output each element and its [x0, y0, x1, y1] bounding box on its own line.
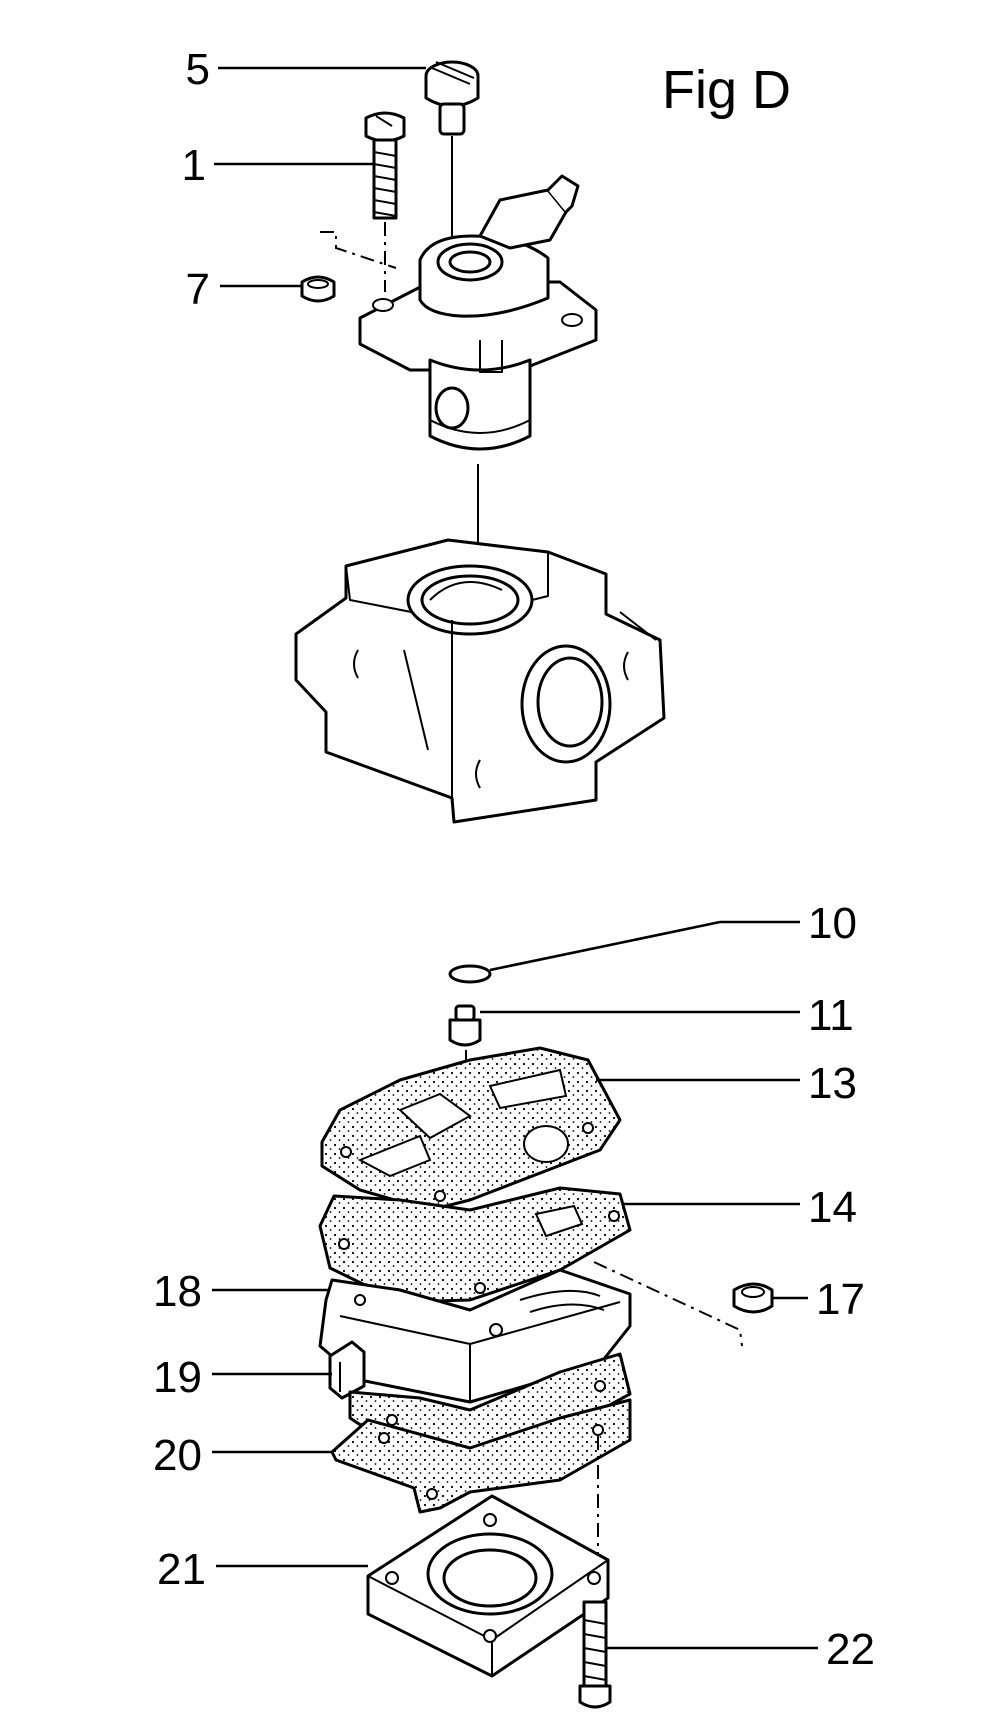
callout-20-number: 20	[153, 1431, 202, 1480]
callout-19: 19	[153, 1353, 332, 1402]
part-22-screw	[578, 1600, 612, 1709]
callout-17: 17	[772, 1275, 865, 1324]
part-18-cover	[318, 1268, 632, 1404]
part-17-nut	[732, 1282, 774, 1314]
callout-22: 22	[606, 1625, 875, 1674]
part-19-fitting	[328, 1340, 366, 1400]
carburetor-body	[294, 538, 666, 824]
callout-19-number: 19	[153, 1353, 202, 1402]
callout-5: 5	[186, 45, 426, 94]
callout-20: 20	[153, 1431, 334, 1480]
callout-21: 21	[157, 1545, 368, 1594]
callout-labels: 5 1 7 10 11 13 14 17	[153, 45, 875, 1674]
callout-22-number: 22	[826, 1625, 875, 1674]
upper-assembly	[294, 60, 666, 824]
callout-18: 18	[153, 1267, 330, 1316]
callout-5-number: 5	[186, 45, 210, 94]
part-7-nut	[300, 275, 336, 303]
callout-17-number: 17	[816, 1275, 865, 1324]
part-14-plate	[318, 1186, 632, 1304]
lower-assembly	[318, 964, 774, 1709]
callout-1-number: 1	[182, 141, 206, 190]
callout-13: 13	[596, 1059, 857, 1108]
callout-14: 14	[624, 1183, 857, 1232]
callout-13-number: 13	[808, 1059, 857, 1108]
callout-11-number: 11	[808, 991, 854, 1040]
callout-7-number: 7	[186, 265, 210, 314]
callout-18-number: 18	[153, 1267, 202, 1316]
part-5-screw	[424, 60, 480, 240]
callout-10-number: 10	[808, 899, 857, 948]
part-11-valve	[448, 1004, 482, 1047]
callout-11: 11	[480, 991, 854, 1040]
part-1-bolt	[364, 111, 406, 292]
callout-7: 7	[186, 265, 302, 314]
part-13-gasket	[320, 1046, 622, 1212]
callout-10: 10	[489, 899, 857, 972]
part-20-diaphragm	[330, 1398, 632, 1514]
callout-14-number: 14	[808, 1183, 857, 1232]
figure-title: Fig D	[662, 60, 791, 120]
throttle-body	[358, 174, 598, 451]
part-10-o-ring	[448, 964, 492, 984]
callout-1: 1	[182, 141, 374, 190]
callout-21-number: 21	[157, 1545, 206, 1594]
part-21-cover-plate	[366, 1494, 610, 1678]
